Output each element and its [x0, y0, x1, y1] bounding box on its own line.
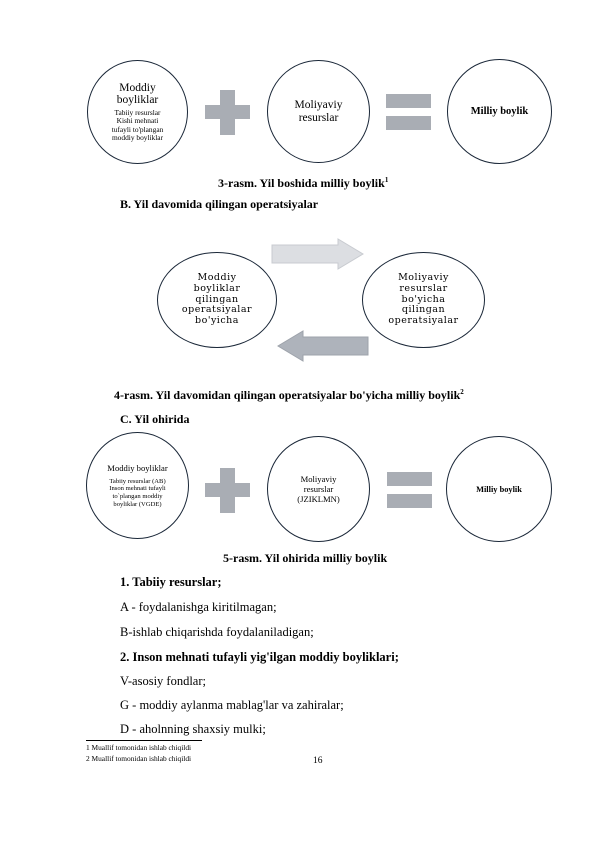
fig5-circle-material-wealth: Moddiy boyliklar Tabiiy resurslar (AB) I…	[86, 432, 189, 539]
fig4-left-line-0: Moddiy	[197, 272, 237, 283]
list-item: A - foydalanishga kiritilmagan;	[120, 600, 277, 614]
fig3-circle1-sub-1: Kishi mehnati	[116, 116, 159, 126]
fig4-right-line-3: qilingan	[401, 304, 446, 316]
fig3-caption: 3-rasm. Yil boshida milliy boylik1	[218, 176, 389, 190]
arrow-left-icon	[277, 330, 369, 362]
footnote-1: 1 Muallif tomonidan ishlab chiqildi	[86, 743, 192, 752]
fig3-circle3-title: Milliy boylik	[470, 106, 529, 117]
section-c-heading: C. Yil ohirida	[120, 412, 190, 426]
fig3-circle1-sub-2: tufayli to'plangan	[111, 124, 164, 134]
fig5-circle1-sub-1: Inson mehnati tufayli	[109, 485, 166, 493]
fig4-right-line-4: operatsiyalar	[388, 315, 459, 327]
fig3-circle-material-wealth: Moddiy boyliklar Tabiiy resurslar Kishi …	[87, 60, 188, 164]
fig4-caption: 4-rasm. Yil davomidan qilingan operatsiy…	[114, 388, 464, 402]
fig4-right-line-0: Moliyaviy	[398, 272, 449, 283]
fig3-circle-financial-resources: Moliyaviy resurslar	[267, 60, 370, 163]
list-item: 2. Inson mehnati tufayli yig'ilgan moddi…	[120, 650, 399, 664]
fig5-circle3-title: Milliy boylik	[476, 484, 522, 494]
fig4-right-line-1: resurslar	[399, 282, 448, 294]
footnote-2: 2 Muallif tomonidan ishlab chiqildi	[86, 754, 192, 763]
fig4-left-line-3: operatsiyalar	[181, 304, 253, 316]
fig4-circle-financial-operations: Moliyaviy resurslar bo'yicha qilingan op…	[362, 252, 485, 348]
fig3-circle1-sub-3: moddiy boyliklar	[111, 132, 164, 142]
fig4-right-line-2: bo'yicha	[401, 293, 446, 305]
page-number: 16	[313, 756, 323, 766]
fig5-circle1-sub-3: boyliklar (VGDE)	[113, 500, 162, 508]
fig5-circle1-title: Moddiy boyliklar	[107, 462, 168, 473]
fig3-circle1-sub-0: Tabiiy resurslar	[114, 107, 161, 117]
fig3-circle2-title: Moliyaviy resurslar	[294, 99, 343, 124]
list-item: D - aholnning shaxsiy mulki;	[120, 722, 266, 736]
fig4-left-line-1: boyliklar	[193, 282, 241, 294]
fig4-left-line-2: qilingan	[195, 293, 239, 305]
fig5-circle2-line-2: (JZIKLMN)	[297, 494, 340, 504]
footnote-divider	[86, 740, 202, 741]
list-item: B-ishlab chiqarishda foydalaniladigan;	[120, 625, 314, 639]
fig5-circle1-sub-2: to`plangan moddiy	[112, 493, 163, 500]
list-item: G - moddiy aylanma mablag'lar va zahiral…	[120, 698, 344, 712]
section-b-heading: B. Yil davomida qilingan operatsiyalar	[120, 197, 319, 211]
list-item: V-asosiy fondlar;	[120, 674, 206, 688]
fig4-left-line-4: bo'yicha	[195, 315, 239, 327]
list-item: 1. Tabiiy resurslar;	[120, 575, 222, 589]
fig5-circle-national-wealth: Milliy boylik	[446, 436, 552, 542]
fig4-circle-material-operations: Moddiy boyliklar qilingan operatsiyalar …	[157, 252, 277, 348]
fig5-circle2-line-1: resurslar	[303, 484, 334, 494]
fig5-circle-financial-resources: Moliyaviy resurslar (JZIKLMN)	[267, 436, 370, 542]
fig5-caption: 5-rasm. Yil ohirida milliy boylik	[223, 551, 388, 565]
arrow-right-icon	[271, 238, 364, 270]
fig3-circle1-title: Moddiy boyliklar	[116, 81, 159, 106]
fig5-circle1-sub-0: Tabiiy resurslar (AB)	[109, 477, 166, 485]
fig3-circle-national-wealth: Milliy boylik	[447, 59, 552, 164]
fig5-circle2-line-0: Moliyaviy	[300, 474, 337, 484]
